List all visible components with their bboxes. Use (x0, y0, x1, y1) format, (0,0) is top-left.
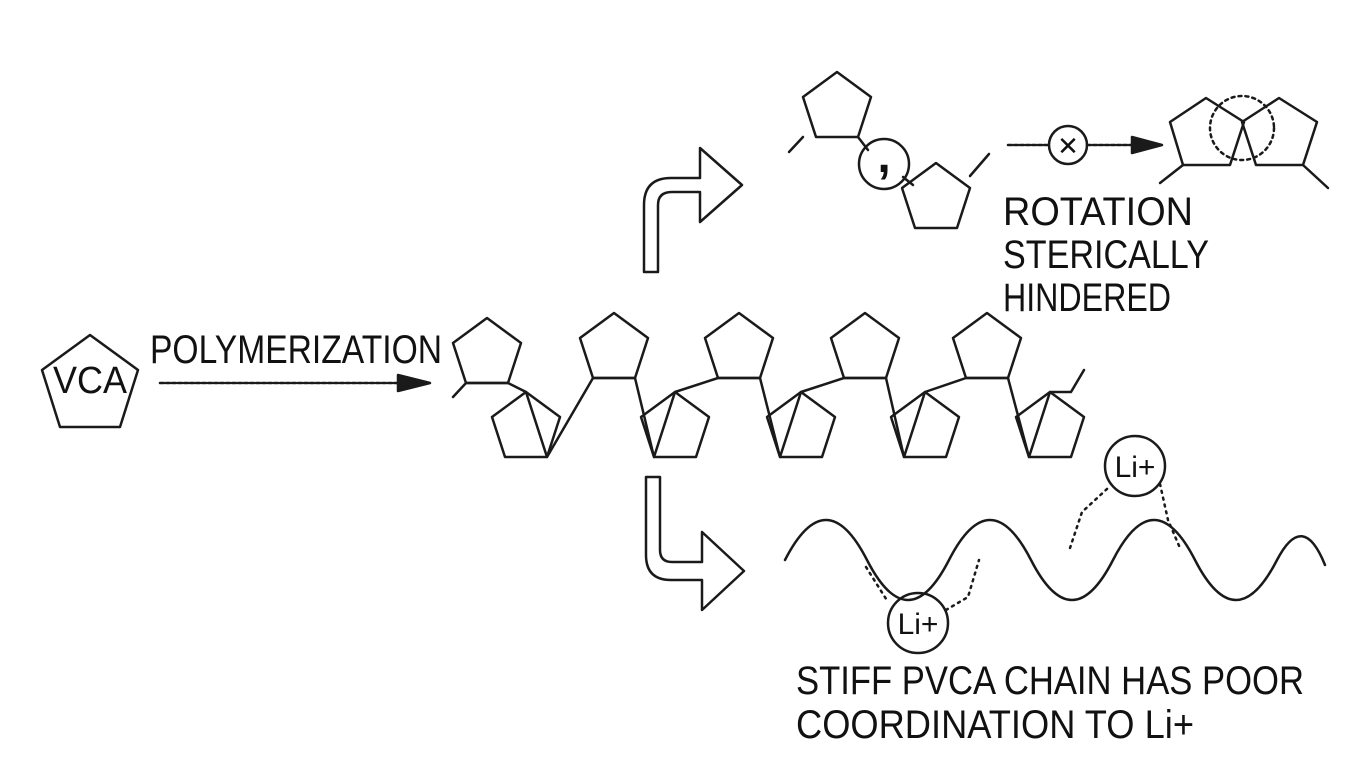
rotation-detail (787, 70, 991, 230)
polymerization-label: POLYMERIZATION (150, 328, 442, 372)
clash-dotted-circle (1208, 94, 1276, 162)
chain-caption-line-2: COORDINATION TO Li+ (796, 703, 1194, 747)
ring-top-2 (578, 311, 650, 380)
chain-backbone (451, 368, 1086, 459)
clash-ring-left (1168, 96, 1246, 167)
vca-label: VCA (53, 360, 128, 402)
lithium-ion-upper (1103, 434, 1167, 498)
ring-top-5 (951, 311, 1023, 380)
wavy-polymer-chain (783, 518, 1327, 602)
ring-bottom-1 (490, 390, 562, 459)
ring-bottom-4 (889, 390, 961, 459)
rotation-comma: , (877, 130, 890, 183)
ring-top-3 (703, 311, 775, 380)
lower-branch-arrow (644, 475, 746, 612)
ring-top-4 (829, 311, 901, 380)
vca-monomer-ring (40, 333, 140, 429)
ring-top-1 (451, 316, 523, 385)
polymerization-arrow-head (396, 373, 432, 393)
coordination-line-upper-left (1068, 486, 1110, 550)
rotation-caption-line-3: HINDERED (1003, 276, 1171, 320)
lithium-ion-label-upper: Li+ (1115, 451, 1156, 484)
lithium-ion-label-lower: Li+ (898, 608, 939, 641)
hindered-arrow-head (1130, 135, 1164, 155)
ring-bottom-3 (765, 390, 837, 459)
steric-clash-rings (1158, 94, 1330, 190)
rotation-caption-line-1: ROTATION (1003, 190, 1193, 234)
blocked-symbol: ✕ (1057, 131, 1079, 161)
ring-bottom-5 (1014, 390, 1086, 459)
rotation-comma-circle (857, 137, 911, 191)
pvca-polymer-chain (451, 311, 1086, 459)
coordination-line-lower-right (944, 558, 981, 612)
clash-ring-right (1240, 96, 1319, 167)
rotation-ring-lower (900, 161, 972, 230)
lithium-ion-lower (886, 591, 950, 655)
upper-branch-arrow (642, 146, 744, 274)
rotation-ring-upper (801, 70, 873, 139)
rotation-caption-line-2: STERICALLY (1003, 233, 1209, 277)
ring-bottom-2 (639, 390, 711, 459)
coordination-line-lower-left (864, 565, 890, 604)
chain-caption-line-1: STIFF PVCA CHAIN HAS POOR (796, 659, 1304, 703)
coordination-line-upper-right (1158, 482, 1182, 550)
